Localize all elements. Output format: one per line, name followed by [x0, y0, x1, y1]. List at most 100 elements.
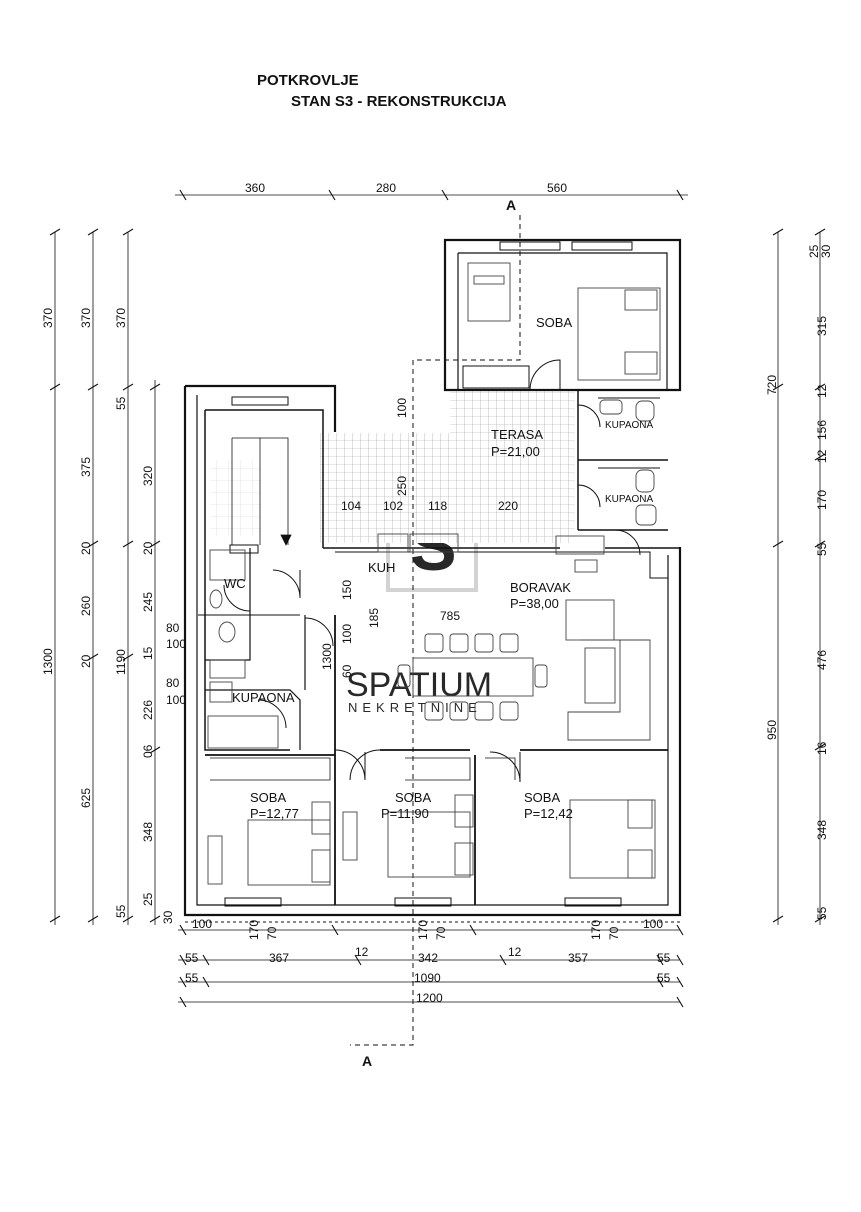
dim-right-3: 315	[815, 316, 829, 336]
dim-right-10: 476	[815, 650, 829, 670]
dim-left-inner-4: 20	[141, 541, 155, 555]
dim-bottom-r1-7: 70	[607, 926, 621, 940]
dim-right-6: 156	[815, 420, 829, 440]
plan-title-unit: STAN S3 - REKONSTRUKCIJA	[291, 93, 507, 110]
dim-left-mid-4: 260	[79, 596, 93, 616]
dim-bottom-r1-1: 100	[192, 917, 212, 931]
top-dimensions: 360 280 560	[245, 181, 567, 195]
dim-int-14: 100	[166, 637, 186, 651]
dim-right-13: 348	[815, 820, 829, 840]
staircase	[231, 437, 292, 546]
interior-dimensions: 100 250 104 102 118 220 785 150 185 100 …	[166, 398, 518, 707]
room-soba-3-area: P=12,42	[524, 806, 573, 821]
terrace-tiles-upper	[450, 390, 575, 435]
dim-left-mid-6: 625	[79, 788, 93, 808]
dim-bottom-r2-1: 55	[185, 951, 199, 965]
dim-bottom-r1-3: 70	[265, 926, 279, 940]
dim-bottom-r2-7: 55	[657, 951, 671, 965]
dim-bottom-r2-5: 12	[508, 945, 522, 959]
dim-right-8: 170	[815, 490, 829, 510]
plan-title-floor: POTKROVLJE	[257, 72, 359, 89]
dim-top-3: 560	[547, 181, 567, 195]
dim-left-inner-2: 55	[114, 396, 128, 410]
dim-left-inner-9: 348	[141, 822, 155, 842]
dim-right-7: 12	[815, 449, 829, 463]
dim-int-3: 104	[341, 499, 361, 513]
dim-bottom-r1-2: 170	[247, 920, 261, 940]
dim-bottom-r2-3: 12	[355, 945, 369, 959]
dim-right-12: 16	[815, 741, 829, 755]
room-boravak-area: P=38,00	[510, 596, 559, 611]
room-soba-1: SOBA	[250, 790, 286, 805]
dim-right-9: 55	[815, 542, 829, 556]
room-soba-top: SOBA	[536, 315, 572, 330]
dim-int-9: 185	[367, 608, 381, 628]
dim-bottom-r3-1: 55	[185, 971, 199, 985]
dim-right-5: 12	[815, 384, 829, 398]
dim-left-inner-1: 370	[114, 308, 128, 328]
dim-left-inner-11: 55	[114, 904, 128, 918]
watermark: S SPATIUM NEKRETNINE	[346, 496, 492, 715]
section-mark-top: A	[506, 197, 516, 213]
room-terasa: TERASA	[491, 427, 543, 442]
room-terasa-area: P=21,00	[491, 444, 540, 459]
dim-left-mid-5: 20	[79, 654, 93, 668]
dim-right-11: 950	[765, 720, 779, 740]
dim-int-15: 80	[166, 676, 180, 690]
room-soba-1-area: P=12,77	[250, 806, 299, 821]
dim-bottom-r1-5: 70	[434, 926, 448, 940]
dim-left-outer-2: 1300	[41, 648, 55, 675]
terrace-tiles	[320, 433, 575, 543]
right-dimensions: 25 30 315 720 12 156 12 170 55 476 950 1…	[765, 244, 833, 920]
room-wc: WC	[224, 576, 246, 591]
doors	[223, 359, 641, 783]
dim-int-2: 250	[395, 476, 409, 496]
dim-bottom-r2-2: 367	[269, 951, 289, 965]
dim-left-outer-1: 370	[41, 308, 55, 328]
left-dimensions: 370 1300 370 375 20 260 20 625 370 55 32…	[41, 308, 175, 924]
dim-bottom-r3-3: 55	[657, 971, 671, 985]
dim-left-inner-6: 15	[141, 646, 155, 660]
dim-left-inner-10: 25	[141, 892, 155, 906]
walls	[183, 238, 682, 917]
watermark-sub: NEKRETNINE	[348, 700, 482, 715]
section-line	[185, 215, 680, 1046]
dim-bottom-r2-6: 357	[568, 951, 588, 965]
dim-int-13: 80	[166, 621, 180, 635]
dim-top-1: 360	[245, 181, 265, 195]
dim-top-2: 280	[376, 181, 396, 195]
dim-bottom-r1-8: 100	[643, 917, 663, 931]
bottom-dimensions: 100 170 70 170 70 170 70 100 55 367 12 3…	[185, 917, 671, 1005]
dim-left-mid-1: 370	[79, 308, 93, 328]
dimension-lines	[54, 194, 821, 1003]
dim-int-10: 100	[340, 624, 354, 644]
watermark-main: SPATIUM	[346, 666, 492, 704]
dim-bottom-r1-6: 170	[589, 920, 603, 940]
dimension-ticks	[49, 189, 826, 1008]
dim-int-16: 100	[166, 693, 186, 707]
dim-int-4: 102	[383, 499, 403, 513]
room-soba-2: SOBA	[395, 790, 431, 805]
room-soba-2-area: P=11,90	[381, 806, 429, 821]
dim-int-8: 150	[340, 580, 354, 600]
furniture	[207, 262, 661, 886]
room-boravak: BORAVAK	[510, 580, 571, 595]
dim-bottom-r3-2: 1090	[414, 971, 441, 985]
dim-left-inner-13: 1190	[114, 649, 128, 675]
room-kuh: KUH	[368, 560, 395, 575]
dim-left-inner-7: 226	[141, 700, 155, 720]
dim-left-inner-12: 30	[161, 910, 175, 924]
dim-bottom-total: 1200	[416, 991, 443, 1005]
room-soba-3: SOBA	[524, 790, 560, 805]
room-kupaona-left: KUPAONA	[232, 690, 295, 705]
dim-right-4: 720	[765, 375, 779, 395]
dim-int-5: 118	[428, 499, 447, 513]
windows	[224, 241, 633, 907]
dim-right-1: 25	[807, 244, 821, 258]
dim-left-mid-2: 375	[79, 457, 93, 477]
dim-bottom-r1-4: 170	[416, 920, 430, 940]
dim-int-1: 100	[395, 398, 409, 418]
dim-right-14: 55	[815, 906, 829, 920]
dim-bottom-r2-4: 342	[418, 951, 438, 965]
